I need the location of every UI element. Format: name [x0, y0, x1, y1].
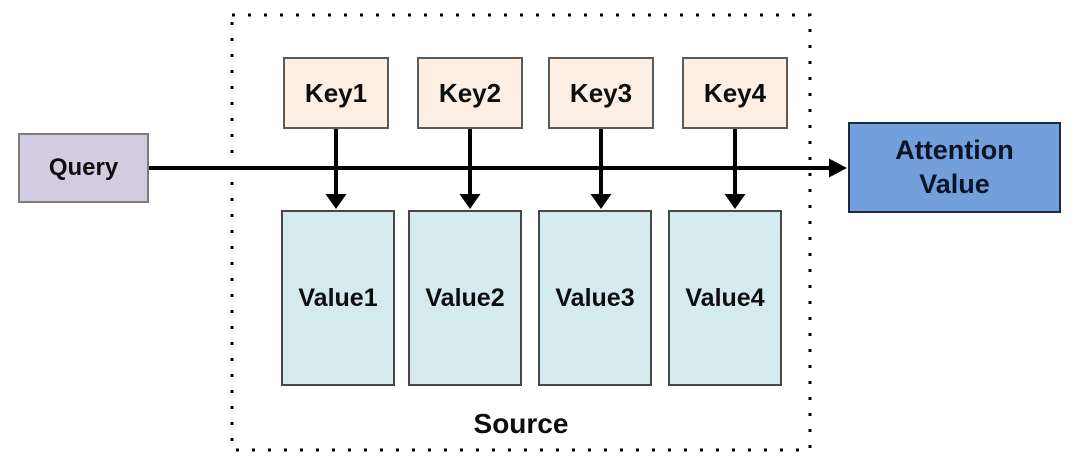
- value1-node: Value1: [281, 210, 395, 386]
- attention-line1: Attention: [895, 134, 1014, 165]
- value1-label: Value1: [298, 283, 378, 312]
- key3-to-value3-arrow: [590, 129, 612, 209]
- key1-label: Key1: [304, 77, 368, 108]
- key2-label: Key2: [438, 77, 502, 108]
- key1-to-value1-arrow: [325, 129, 347, 209]
- query-label: Query: [48, 154, 119, 181]
- value3-node: Value3: [538, 210, 652, 386]
- key4-label: Key4: [703, 77, 767, 108]
- key3-node: Key3: [548, 57, 654, 129]
- value2-node: Value2: [408, 210, 522, 386]
- source-label: Source: [473, 408, 569, 439]
- attention-value-node: Attention Value: [848, 122, 1061, 213]
- query-to-attention-arrow: [149, 158, 847, 178]
- query-node: Query: [18, 133, 149, 203]
- value3-label: Value3: [555, 283, 635, 312]
- key1-node: Key1: [283, 57, 389, 129]
- key2-node: Key2: [417, 57, 523, 129]
- attention-value-label: Attention Value: [895, 134, 1013, 202]
- value4-label: Value4: [685, 283, 765, 312]
- key4-node: Key4: [682, 57, 788, 129]
- value4-node: Value4: [668, 210, 782, 386]
- key3-label: Key3: [569, 77, 633, 108]
- key4-to-value4-arrow: [724, 129, 746, 209]
- attention-line2: Value: [919, 168, 990, 199]
- key2-to-value2-arrow: [459, 129, 481, 209]
- value2-label: Value2: [425, 283, 505, 312]
